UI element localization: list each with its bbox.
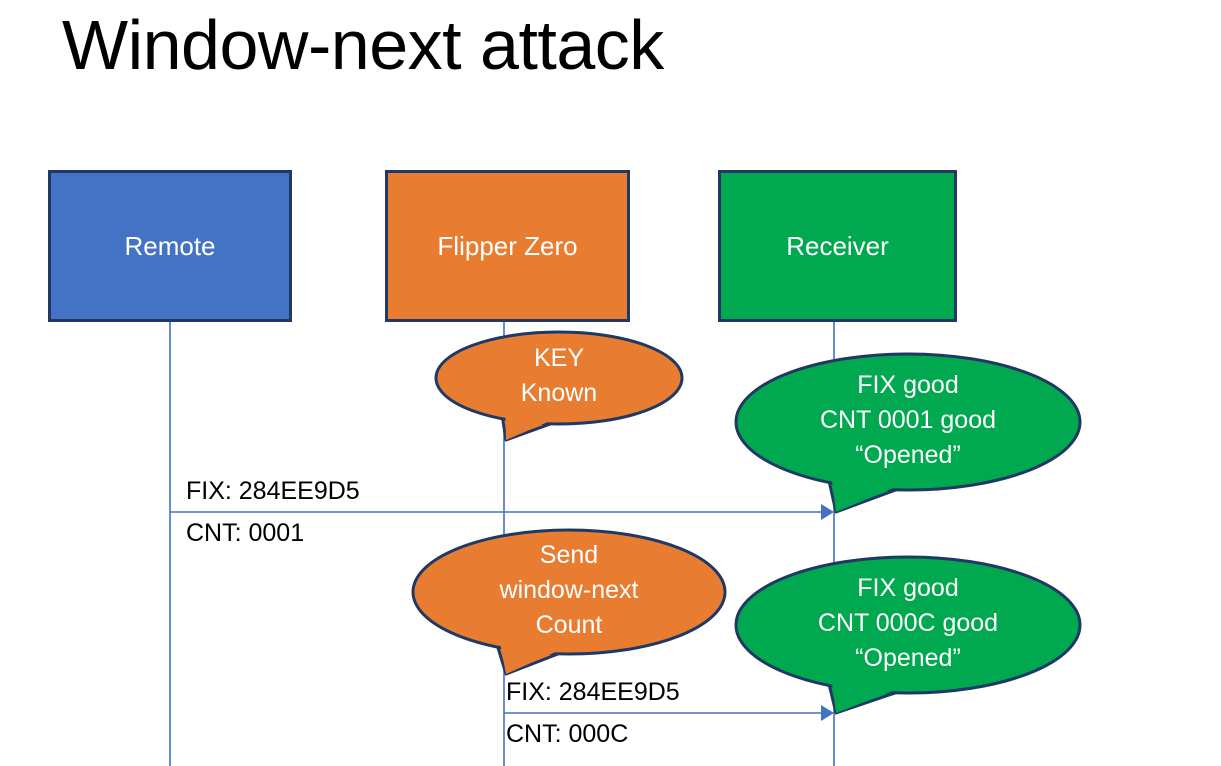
callout-tail-fill-receiver-ack-1: [831, 478, 899, 512]
actor-label-remote: Remote: [124, 230, 216, 261]
callout-body-receiver-ack-1: [734, 352, 1082, 492]
msg-1-arrow: [170, 504, 834, 520]
msg-1-arrowhead: [821, 504, 834, 520]
callout-line-receiver-ack-2-0: FIX good: [857, 573, 959, 602]
callout-tail-fill-key-known: [505, 415, 552, 440]
callout-key-known: [434, 330, 684, 442]
callout-receiver-ack-1: [734, 352, 1082, 514]
callout-tail-fill-receiver-ack-2: [831, 681, 899, 713]
msg-2-arrowhead: [821, 705, 834, 721]
msg-2-label-below: CNT: 000C: [506, 720, 629, 748]
callout-receiver-ack-2: [734, 555, 1082, 715]
callout-tail-fill-send-window-next: [500, 643, 560, 674]
msg-1-label-above: FIX: 284EE9D5: [186, 477, 360, 505]
msg-2-label-above: FIX: 284EE9D5: [506, 678, 680, 706]
actor-label-flipper: Flipper Zero: [437, 230, 578, 261]
callout-label-key-known: KEY Known: [411, 341, 706, 411]
actor-box-flipper[interactable]: Flipper Zero: [385, 170, 630, 322]
page-title: Window-next attack: [62, 6, 664, 84]
msg-2-arrow: [504, 705, 834, 721]
callout-body-key-known: [434, 330, 684, 426]
callout-line-key-known-0: KEY: [533, 344, 584, 372]
callout-line-receiver-ack-1-2: “Opened”: [855, 440, 961, 469]
callout-send-window-next: [411, 528, 727, 676]
callout-body-receiver-ack-2: [734, 555, 1082, 695]
callout-line-receiver-ack-2-2: “Opened”: [855, 643, 961, 672]
callout-line-send-window-next-1: window-next: [499, 575, 639, 604]
callout-line-receiver-ack-1-0: FIX good: [857, 370, 959, 399]
callout-body-send-window-next: [411, 528, 727, 656]
callout-line-send-window-next-2: Count: [535, 610, 603, 639]
actor-label-receiver: Receiver: [786, 230, 889, 261]
callout-line-key-known-1: Known: [520, 379, 598, 407]
callout-line-receiver-ack-2-1: CNT 000C good: [817, 608, 999, 637]
actor-box-receiver[interactable]: Receiver: [718, 170, 957, 322]
callout-line-receiver-ack-1-1: CNT 0001 good: [819, 405, 997, 434]
msg-1-label-below: CNT: 0001: [186, 519, 305, 547]
callout-line-send-window-next-0: Send: [539, 540, 599, 569]
actor-box-remote[interactable]: Remote: [48, 170, 292, 322]
